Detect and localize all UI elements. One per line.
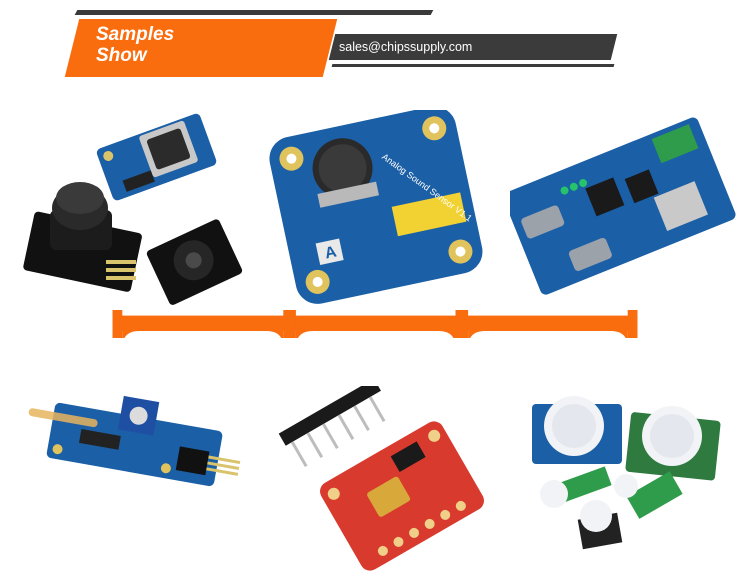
- rgb-gesture-sensor-image: [278, 386, 484, 571]
- serial-interface-board-image: [510, 117, 736, 295]
- ps2-joystick-module-image: [23, 113, 243, 305]
- orange-divider-band: [112, 310, 638, 338]
- product-card-joystick[interactable]: [14, 110, 244, 305]
- reed-switch-sensor-image: [28, 395, 241, 487]
- header-top-rule: [74, 10, 434, 15]
- svg-text:A: A: [323, 243, 338, 262]
- product-card-serial-board[interactable]: [510, 110, 740, 300]
- pir-motion-sensor-image: [532, 396, 721, 550]
- title-line-2: Show: [96, 45, 147, 66]
- title-line-1: Samples: [96, 24, 175, 45]
- analog-sound-sensor-image: A Analog Sound Sensor V1.1: [269, 110, 483, 304]
- email-underline: [331, 64, 615, 67]
- email-link[interactable]: sales@chipssupply.com: [339, 40, 473, 54]
- product-card-reed-switch[interactable]: [14, 386, 244, 576]
- product-card-gesture-sensor[interactable]: [262, 386, 492, 576]
- product-card-pir-sensor[interactable]: [510, 386, 740, 576]
- product-card-sound-sensor[interactable]: A Analog Sound Sensor V1.1: [262, 110, 492, 304]
- section-title: Samples Show: [96, 24, 174, 66]
